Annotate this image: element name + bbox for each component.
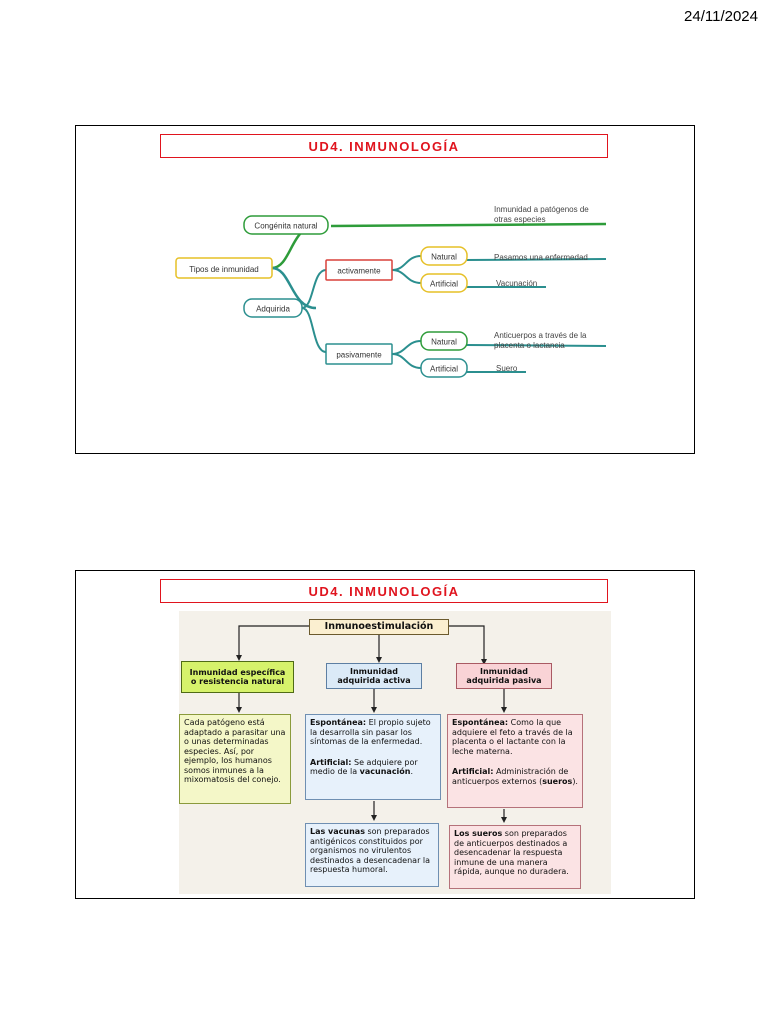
node-congenita [243, 215, 329, 235]
pas-natural-desc-line2: placenta o lactancia [494, 341, 565, 350]
node-adquirida [243, 298, 303, 318]
node-activamente-label: activamente [337, 267, 381, 276]
col2-art-text: Se adquiere por medio de la [310, 757, 418, 777]
node-congenita-label: Congénita natural [254, 222, 317, 231]
connector-adquirida [271, 266, 317, 310]
node-act-natural-label: Natural [431, 253, 457, 262]
col2-esp-label: Espontánea: [310, 718, 367, 727]
immunity-mind-map: Tipos de inmunidad Congénita natural Inm… [175, 205, 607, 378]
connector-act-artificial [391, 269, 422, 284]
col3-art-bold: sueros [542, 776, 573, 786]
col1-header: Inmunidad específica o resistencia natur… [181, 661, 294, 693]
node-act-artificial-label: Artificial [430, 280, 458, 289]
slide-2: UD4. INMUNOLOGÍA Inmunoestimulación Inmu… [75, 570, 695, 899]
arrow-head-col3 [481, 659, 487, 665]
col3-sub-text: son preparados de anticuerpos destinados… [454, 829, 569, 876]
arrow-head-col2-body [371, 707, 377, 713]
arrow-to-col3 [449, 625, 485, 663]
arrow-head-col3-body [501, 707, 507, 713]
col2-art-label: Artificial: [310, 757, 352, 767]
node-pas-artificial-label: Artificial [430, 365, 458, 374]
connector-act-natural-desc [465, 258, 607, 261]
congenita-desc-line2: otras especies [494, 215, 546, 224]
col2-art-bold: vacunación [359, 767, 411, 776]
col2-sub: Las vacunas son preparados antigénicos c… [305, 823, 439, 887]
pas-natural-desc-line1: Anticuerpos a través de la [494, 331, 587, 340]
col2-art-end: . [410, 767, 414, 776]
arrow-head-col3-sub [501, 817, 507, 823]
node-act-natural [420, 246, 468, 266]
arrow-head-col2-sub [371, 815, 377, 821]
col3-header: Inmunidad adquirida pasiva [456, 663, 552, 689]
col2-body: Espontánea: El propio sujeto la desarrol… [305, 714, 441, 800]
diagram-arrows [236, 625, 507, 823]
node-root-label: Tipos de inmunidad [189, 265, 259, 274]
slide-1: UD4. INMUNOLOGÍA [75, 125, 695, 454]
connector-act-natural [391, 255, 422, 271]
col2-sub-text: son preparados antigénicos constituidos … [310, 827, 431, 874]
col3-art-end: ). [572, 776, 578, 786]
immunostimulation-diagram: Inmunoestimulación Inmunidad específica … [179, 611, 611, 894]
node-pas-artificial [420, 358, 468, 378]
arrow-to-col1 [238, 625, 309, 659]
node-activamente [325, 259, 393, 281]
col3-esp-label: Espontánea: [452, 718, 509, 727]
arrow-head-col1 [236, 655, 242, 661]
connector-activamente [301, 269, 327, 309]
arrow-head-col2 [376, 657, 382, 663]
top-node: Inmunoestimulación [309, 619, 449, 635]
congenita-desc-line1: Inmunidad a patógenos de [494, 205, 589, 214]
connector-pas-natural-desc [465, 344, 607, 347]
node-pas-natural [420, 331, 468, 351]
connector-pas-natural [391, 340, 422, 355]
node-pasivamente [325, 343, 393, 365]
col3-sub-bold: Los sueros [454, 829, 503, 838]
col2-header: Inmunidad adquirida activa [326, 663, 422, 689]
col2-esp-text: El propio sujeto la desarrolla sin pasar… [310, 718, 431, 746]
col3-esp-text: Como la que adquiere el feto a través de… [452, 718, 573, 756]
col1-body: Cada patógeno está adaptado a parasitar … [179, 714, 291, 804]
connector-congenita-desc [330, 222, 607, 228]
page-date: 24/11/2024 [684, 8, 758, 25]
act-artificial-desc: Vacunación [496, 279, 537, 288]
arrow-head-col1-body [236, 707, 242, 713]
act-natural-desc: Pasamos una enfermedad [494, 253, 588, 262]
node-pasivamente-label: pasivamente [336, 351, 382, 360]
col2-sub-bold: Las vacunas [310, 827, 365, 836]
pas-artificial-desc: Suero [496, 364, 518, 373]
node-adquirida-label: Adquirida [256, 305, 290, 314]
col3-art-text: Administración de anticuerpos externos ( [452, 767, 569, 786]
node-pas-natural-label: Natural [431, 338, 457, 347]
col3-sub: Los sueros son preparados de anticuerpos… [449, 825, 581, 889]
col3-body: Espontánea: Como la que adquiere el feto… [447, 714, 583, 808]
node-act-artificial [420, 273, 468, 293]
node-root [175, 257, 273, 279]
connector-pasivamente [301, 307, 327, 353]
connector-pas-artificial [391, 353, 422, 369]
slide-1-title: UD4. INMUNOLOGÍA [160, 134, 608, 158]
col3-art-label: Artificial: [452, 767, 494, 776]
slide-2-title: UD4. INMUNOLOGÍA [160, 579, 608, 603]
